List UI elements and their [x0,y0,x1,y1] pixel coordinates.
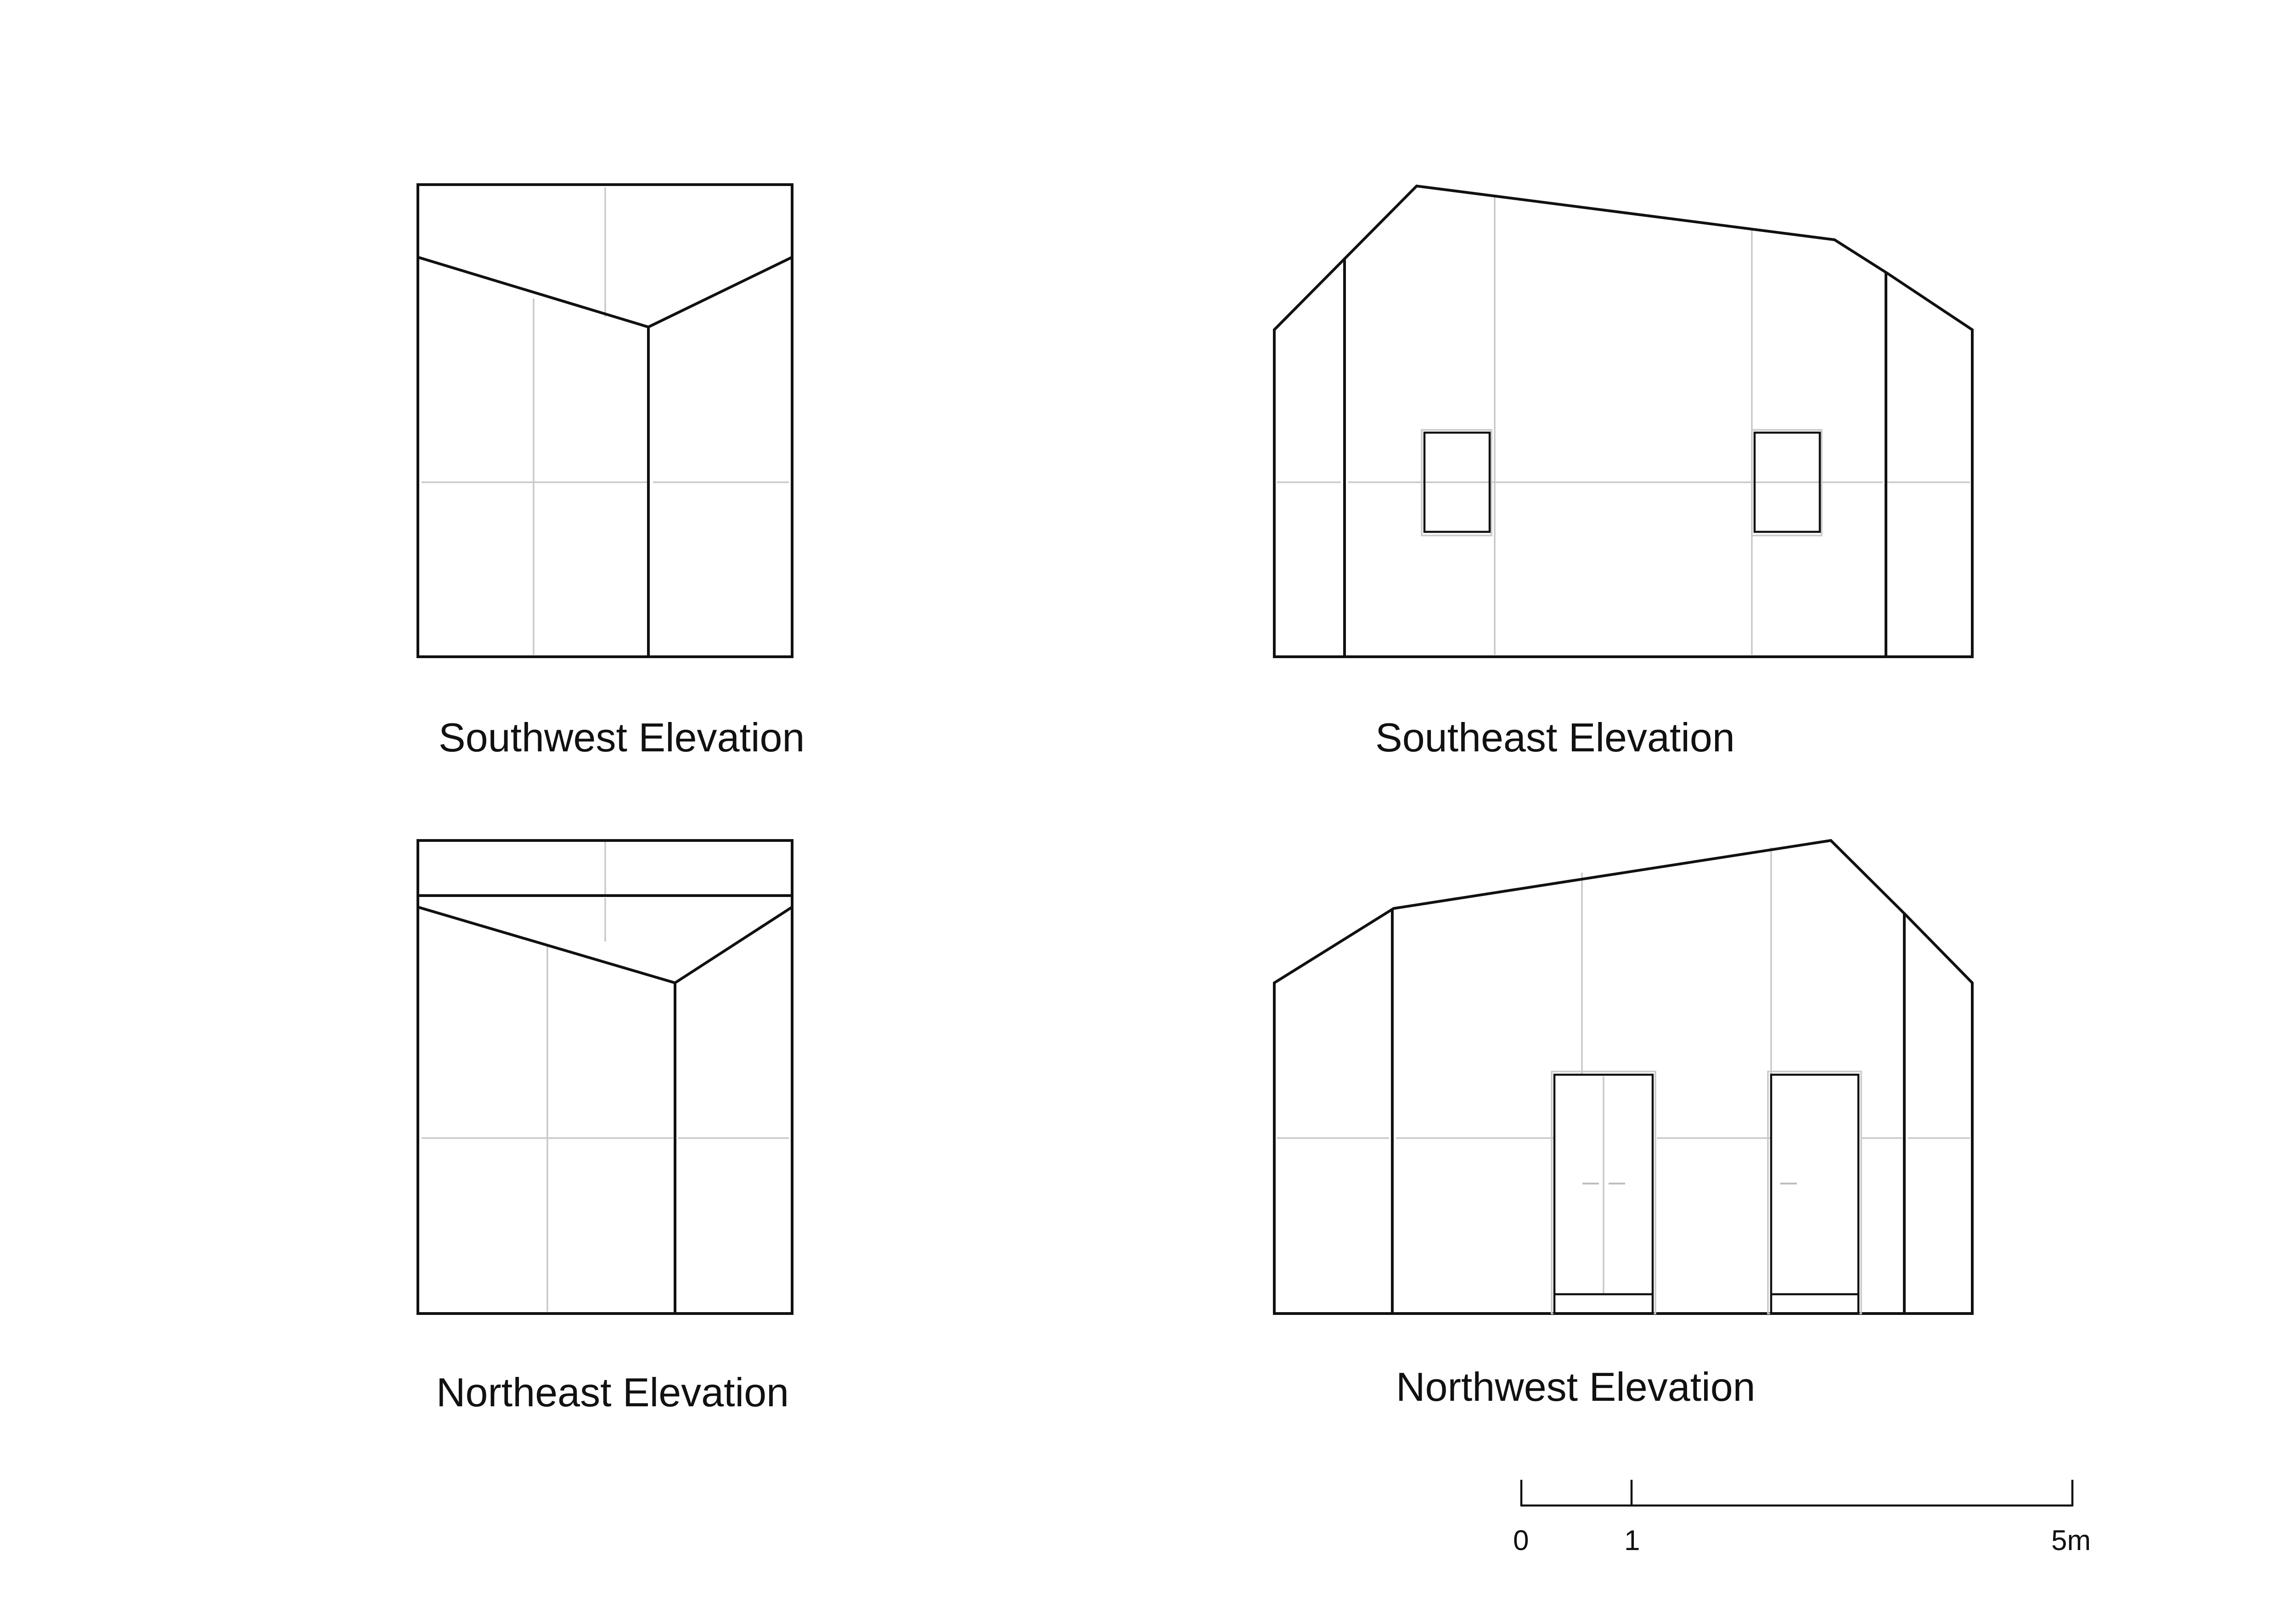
southwest-outline [416,183,793,658]
southeast-window-right [1751,429,1823,536]
northeast-outline [416,839,793,1315]
southwest-elevation-label: Southwest Elevation [439,715,805,760]
southwest-elevation-drawing [416,183,793,658]
southwest-panel-joints [422,187,789,655]
northeast-panel-joints [422,841,789,1312]
southeast-outline [1273,184,1974,658]
northwest-elevation-drawing [1273,839,1974,1315]
southeast-elevation-label: Southeast Elevation [1375,715,1735,760]
northwest-elevation-label: Northwest Elevation [1396,1364,1756,1410]
northwest-single-door [1767,1071,1862,1315]
southeast-window-left [1421,429,1492,536]
scale-tick-5m: 5m [2051,1525,2091,1556]
scale-tick-0: 0 [1513,1525,1529,1556]
southeast-panel-joints [1277,197,1970,655]
northeast-elevation-label: Northeast Elevation [436,1370,789,1415]
northwest-double-door [1551,1071,1656,1315]
southeast-elevation-drawing [1273,184,1974,658]
northeast-elevation-drawing [416,839,793,1315]
scale-tick-1: 1 [1624,1525,1640,1556]
northwest-outline [1273,839,1974,1315]
northwest-panel-joints [1277,847,1970,1139]
scale-bar: 0 1 5m [1513,1480,2091,1556]
